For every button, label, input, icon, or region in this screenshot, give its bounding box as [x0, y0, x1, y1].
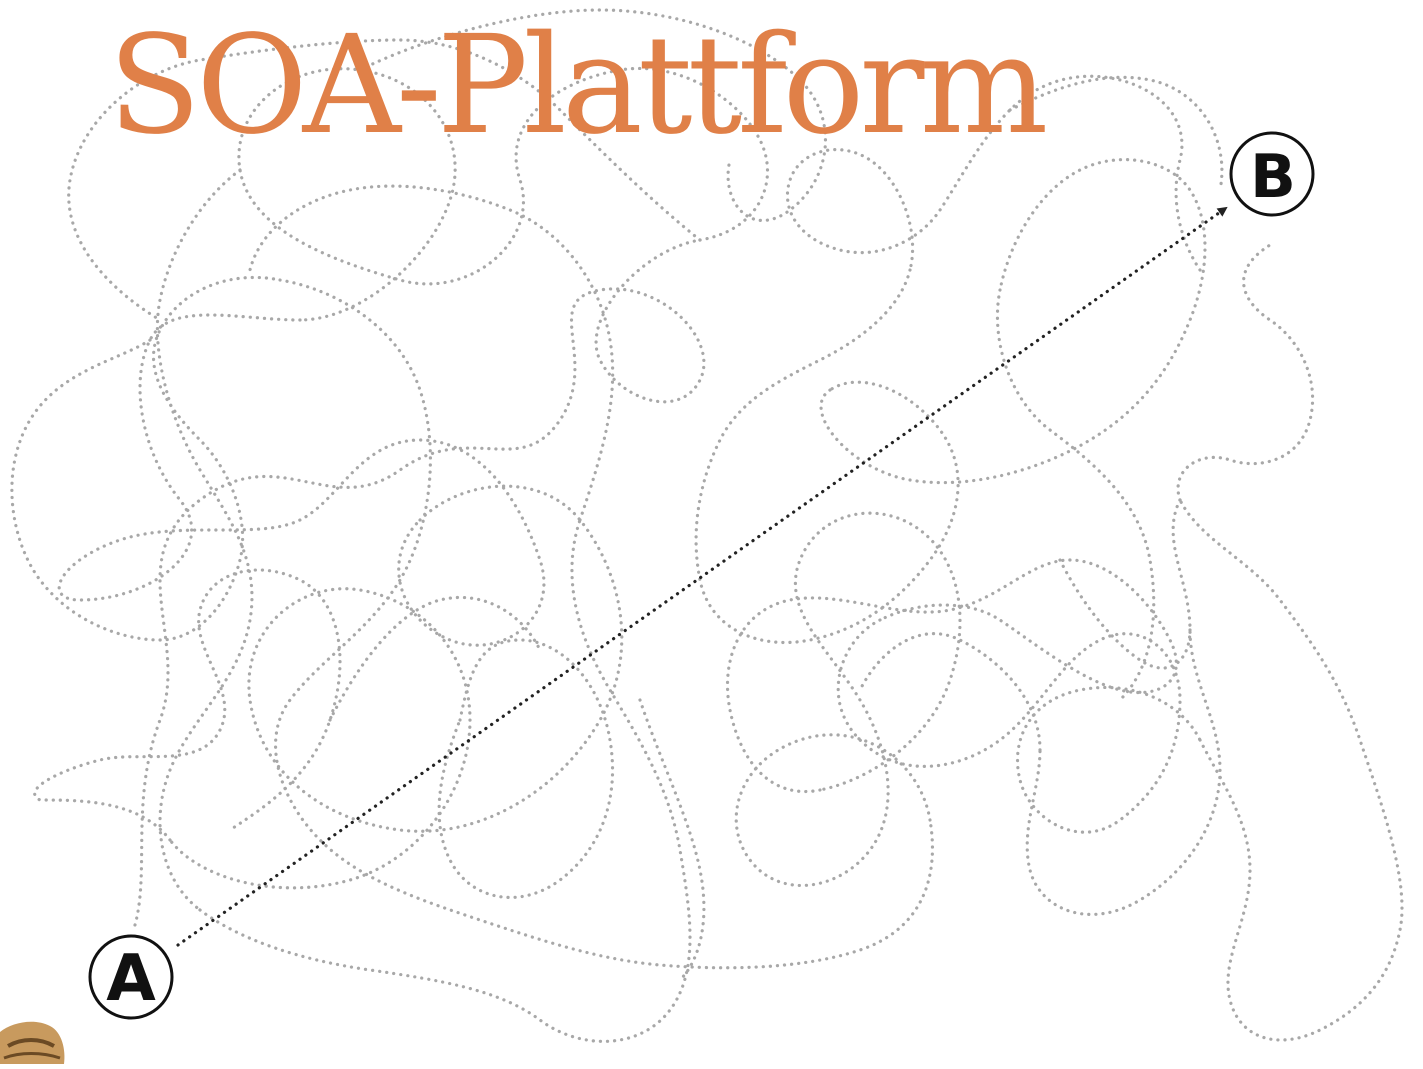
- start-point-label: A: [106, 942, 156, 1016]
- tangled-path-segment: [67, 38, 702, 322]
- tangled-path-segment: [237, 67, 770, 322]
- end-point-circle: [1229, 131, 1315, 217]
- tangled-path-segment: [734, 511, 962, 887]
- tangled-path-segment: [836, 618, 1202, 834]
- tangled-path-segment: [785, 74, 1202, 272]
- tangled-path-segment: [168, 484, 624, 890]
- tangled-path-segment: [57, 313, 546, 647]
- tangled-path-segment: [358, 8, 827, 223]
- direct-path-arrow: [176, 206, 1228, 947]
- tangled-path-segment: [1178, 498, 1404, 1042]
- end-point-label: B: [1250, 142, 1296, 212]
- tangled-path: [10, 8, 1404, 1043]
- tangled-path-segment: [1025, 498, 1222, 916]
- tangled-path-segment: [858, 632, 1042, 752]
- tangled-path-segment: [328, 595, 542, 722]
- tangled-path-segment: [33, 568, 342, 842]
- tangled-path-segment: [995, 288, 1156, 702]
- tangled-path-segment: [1058, 558, 1192, 670]
- tangled-path-segment: [133, 238, 706, 927]
- tangled-path-segment: [694, 268, 960, 645]
- tangled-path-segment: [638, 698, 706, 982]
- tangled-path-segment: [155, 168, 254, 912]
- start-point-circle: [88, 934, 174, 1020]
- tangled-path-segment: [274, 278, 935, 970]
- bee-image-fragment: [0, 1021, 65, 1064]
- tangled-path-segment: [10, 275, 282, 642]
- start-point-marker: A: [88, 934, 174, 1020]
- tangled-path-segment: [1008, 75, 1224, 192]
- tangled-path-segment: [248, 184, 615, 522]
- page-title: SOA-Plattform: [108, 7, 1048, 165]
- end-point-marker: B: [1229, 131, 1315, 217]
- tangled-path-segment: [1176, 243, 1315, 502]
- tangled-path-segment: [198, 518, 692, 1043]
- tangled-path-segment: [819, 158, 1207, 485]
